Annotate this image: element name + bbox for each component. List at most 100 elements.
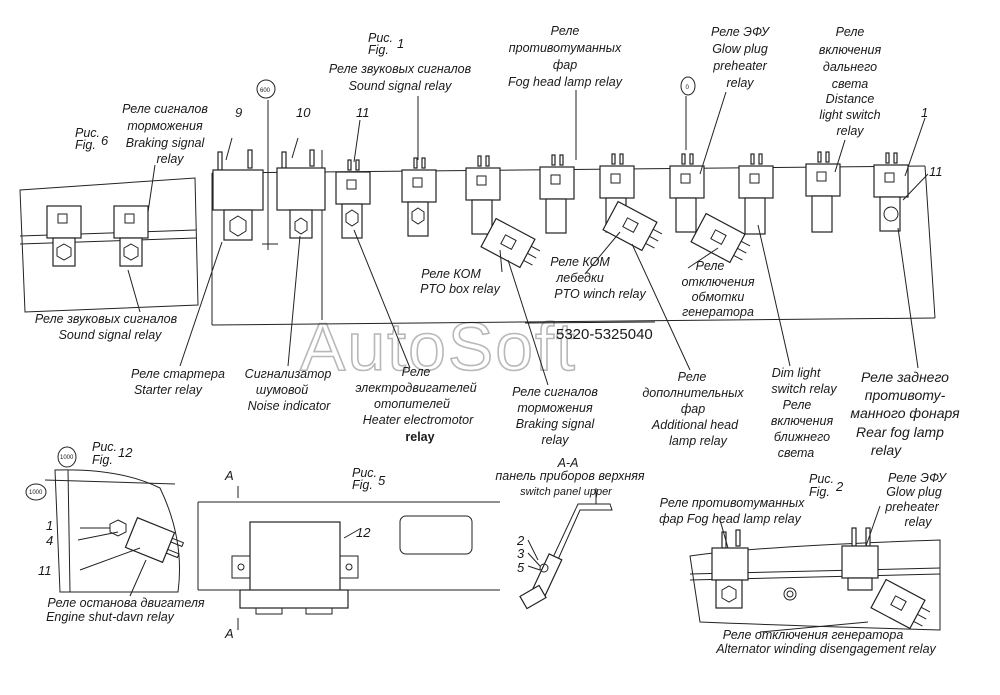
section-mark-a-bottom: A [224,626,234,641]
section-mark-a-top: A [224,468,234,483]
svg-text:Реле: Реле [402,365,431,379]
label-sound-top: Реле звуковых сигналов Sound signal rela… [329,62,472,93]
svg-text:генератора: генератора [682,305,754,319]
svg-text:relay: relay [156,152,184,166]
pos-1-fig12: 1 [46,518,53,533]
pos-5-section: 5 [517,560,525,575]
relay-rear-fog [873,152,909,232]
svg-text:Реле: Реле [836,25,865,39]
label-fog-top: Реле противотуманных фар Fog head lamp r… [508,24,623,89]
fig2-number: 2 [835,479,844,494]
label-pto-box: Реле КОМ PTO box relay [420,267,500,296]
fig2-label-ru: Рис. [809,472,834,486]
svg-text:манного фонаря: манного фонаря [850,405,960,421]
svg-text:Реле стартера: Реле стартера [131,367,225,381]
label-gen-off: Реле отключения обмотки генератора [681,259,754,319]
svg-text:preheater: preheater [712,59,767,73]
label-fog-fig2: Реле противотуманных фар Fog head lamp r… [659,496,805,526]
svg-text:дополнительных: дополнительных [642,386,744,400]
svg-text:lamp relay: lamp relay [669,434,727,448]
relay-distance [805,151,841,233]
section-aa [519,488,613,610]
label-section: А-А панель приборов верхняя switch panel… [495,456,645,498]
label-alt-fig2: Реле отключения генератора Alternator wi… [715,628,936,656]
svg-text:противотуманных: противотуманных [509,41,622,55]
svg-text:relay: relay [405,430,434,444]
fig1-label-ru: Рис. [368,31,393,45]
callout-1000-a-text: 1000 [60,455,74,461]
svg-text:отопителей: отопителей [374,397,450,411]
svg-text:PTO box relay: PTO box relay [420,282,500,296]
svg-text:фар Fog head lamp relay: фар Fog head lamp relay [659,512,802,526]
relay-9 [212,149,264,241]
svg-text:Реле звуковых сигналов: Реле звуковых сигналов [329,62,472,76]
fig5-number: 5 [378,473,386,488]
callout-0 [680,76,696,96]
svg-text:Реле: Реле [678,370,707,384]
svg-text:Реле противотуманных: Реле противотуманных [660,496,805,510]
fig1-label-en: Fig. [368,43,389,57]
svg-text:relay: relay [726,76,754,90]
svg-text:Alternator winding disengageme: Alternator winding disengagement relay [715,642,936,656]
pos-9: 9 [235,105,242,120]
svg-text:switch panel upper: switch panel upper [520,486,613,498]
label-noise: Сигнализатор шумовой Noise indicator [245,367,332,413]
label-rear-fog: Реле заднего противоту- манного фонаря R… [850,369,960,458]
label-distance: Реле включения дальнего света Distance l… [819,25,882,138]
svg-text:торможения: торможения [127,119,203,133]
svg-text:Braking signal: Braking signal [126,136,206,150]
pos-1-main: 1 [921,105,928,120]
svg-text:ближнего: ближнего [774,430,830,444]
label-engine-stop: Реле останова двигателя Engine shut-davn… [46,596,205,624]
label-efu-top: Реле ЭФУ Glow plug preheater relay [711,25,771,90]
fig12-label-ru: Рис. [92,440,117,454]
svg-text:Реле звуковых сигналов: Реле звуковых сигналов [35,312,178,326]
svg-text:Noise indicator: Noise indicator [248,399,332,413]
relay-dim [738,153,774,235]
svg-text:Additional head: Additional head [651,418,739,432]
svg-text:Fog head lamp relay: Fog head lamp relay [508,75,623,89]
callout-600 [256,79,276,99]
svg-text:фар: фар [553,58,577,72]
svg-text:PTO winch relay: PTO winch relay [554,287,646,301]
part-number: 5320-5325040 [556,326,653,343]
label-dim: Dim light switch relay Реле включения бл… [771,366,838,460]
label-pto-winch: Реле КОМ лебедки PTO winch relay [550,255,646,301]
svg-text:Реле КОМ: Реле КОМ [421,267,481,281]
svg-text:Реле останова двигателя: Реле останова двигателя [47,596,205,610]
svg-text:Реле ЭФУ: Реле ЭФУ [711,25,771,39]
svg-text:relay: relay [541,433,569,447]
label-efu-fig2: Реле ЭФУ Glow plug preheater relay [884,471,948,529]
fig6-label-ru: Рис. [75,126,100,140]
svg-text:Dim light: Dim light [772,366,821,380]
pos-10: 10 [296,105,311,120]
relay-sound [401,157,437,237]
svg-text:Glow plug: Glow plug [712,42,768,56]
svg-text:дальнего: дальнего [823,60,877,74]
svg-text:Sound signal relay: Sound signal relay [59,328,163,342]
svg-text:light switch: light switch [819,108,880,122]
svg-text:Реле сигналов: Реле сигналов [122,102,208,116]
fig5-panel [197,486,500,630]
svg-text:торможения: торможения [517,401,593,415]
svg-text:Braking signal: Braking signal [516,417,596,431]
svg-text:Реле отключения генератора: Реле отключения генератора [723,628,904,642]
svg-text:Реле: Реле [696,259,725,273]
svg-text:switch relay: switch relay [771,382,837,396]
relay-10 [276,149,326,239]
svg-text:включения: включения [819,43,882,57]
label-sound-left: Реле звуковых сигналов Sound signal rela… [35,312,178,342]
fig2-panel [689,505,941,634]
label-starter: Реле стартера Starter relay [131,367,225,397]
callout-1000-a [57,446,77,468]
svg-text:preheater: preheater [884,500,939,514]
label-additional: Реле дополнительных фар Additional head … [642,370,744,448]
svg-text:Реле: Реле [783,398,812,412]
pos-3-section: 3 [517,546,525,561]
svg-text:Engine shut-davn relay: Engine shut-davn relay [46,610,175,624]
relay-11 [335,159,371,239]
svg-text:Реле сигналов: Реле сигналов [512,385,598,399]
svg-text:света: света [832,77,869,91]
svg-text:Glow plug: Glow plug [886,485,942,499]
svg-text:электродвигателей: электродвигателей [355,381,476,395]
